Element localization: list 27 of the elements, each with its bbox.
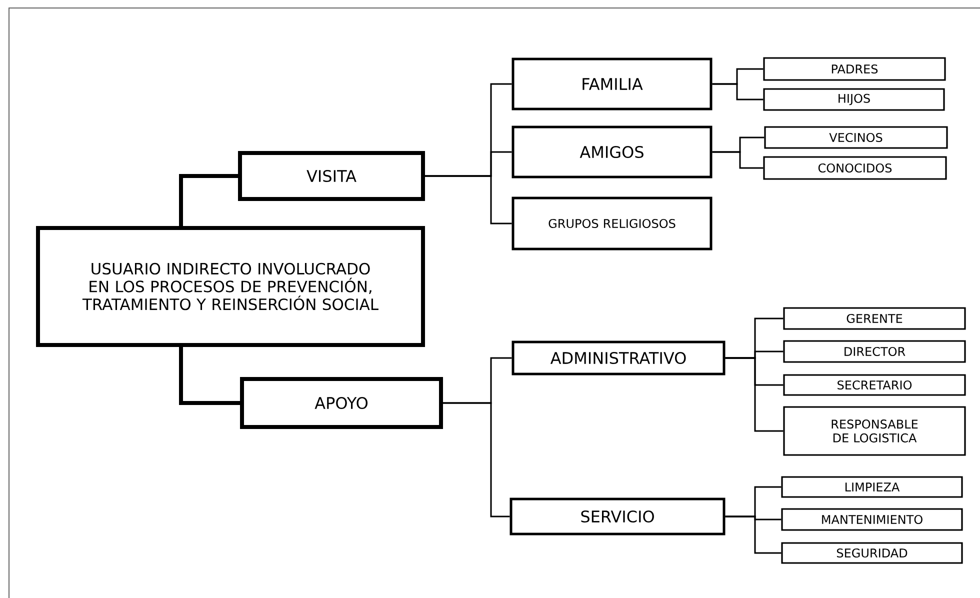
concept-box: USUARIO INDIRECTO INVOLUCRADO EN LOS PROCESOS DE PREVENCIÓN, TRATAMIENTO Y REINSERCIÓN SOCIAL — [36, 226, 425, 347]
category-box: ADMINISTRATIVO — [512, 340, 726, 376]
connector-line — [712, 151, 764, 169]
category-box: CONOCIDOS — [763, 156, 947, 180]
connector-line — [725, 516, 782, 554]
connector-line — [725, 357, 784, 432]
connector-line — [179, 174, 238, 228]
category-box: VECINOS — [764, 126, 948, 149]
category-box: MANTENIMIENTO — [781, 508, 963, 531]
category-box: LIMPIEZA — [781, 476, 963, 498]
category-box: RESPONSABLE DE LOGISTICA — [783, 406, 966, 456]
category-box: GERENTE — [783, 307, 966, 330]
category-box: SERVICIO — [510, 498, 726, 536]
connector-line — [179, 345, 240, 405]
category-box: VISITA — [238, 151, 425, 201]
connector-line — [443, 402, 510, 518]
connector-line — [425, 175, 512, 224]
category-box: PADRES — [763, 57, 946, 81]
category-box: SEGURIDAD — [781, 542, 963, 564]
category-box: SECRETARIO — [783, 374, 966, 396]
category-box: GRUPOS RELIGIOSOS — [512, 196, 712, 250]
category-box: APOYO — [240, 377, 443, 429]
category-box: HIJOS — [763, 88, 945, 111]
category-box: DIRECTOR — [783, 340, 966, 363]
category-box: AMIGOS — [512, 126, 712, 178]
connector-line — [712, 83, 764, 100]
category-box: FAMILIA — [512, 58, 712, 110]
